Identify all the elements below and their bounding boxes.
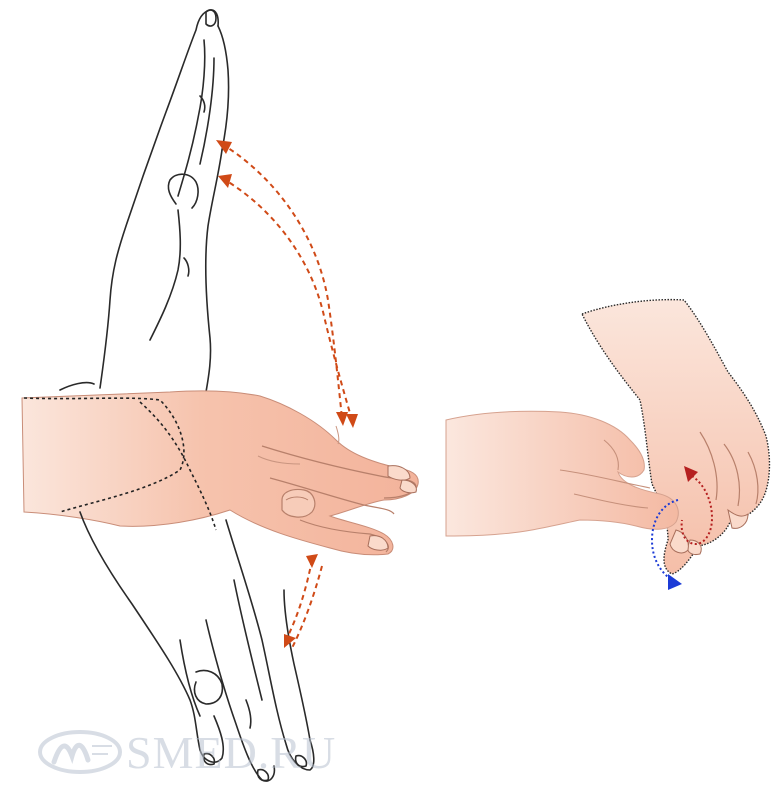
watermark: SMED.RU bbox=[36, 722, 336, 782]
arrowheads-flexion bbox=[284, 554, 318, 648]
curl-arrowhead-blue bbox=[668, 574, 682, 590]
motion-arrow-flexion bbox=[286, 560, 322, 648]
motion-arrow-extension bbox=[222, 144, 352, 420]
arrowheads-extension bbox=[216, 140, 358, 428]
watermark-text: SMED.RU bbox=[126, 726, 336, 779]
hand-extended-up-outline bbox=[60, 10, 229, 392]
smed-logo-icon bbox=[36, 726, 124, 778]
hand-neutral-position bbox=[22, 391, 418, 555]
